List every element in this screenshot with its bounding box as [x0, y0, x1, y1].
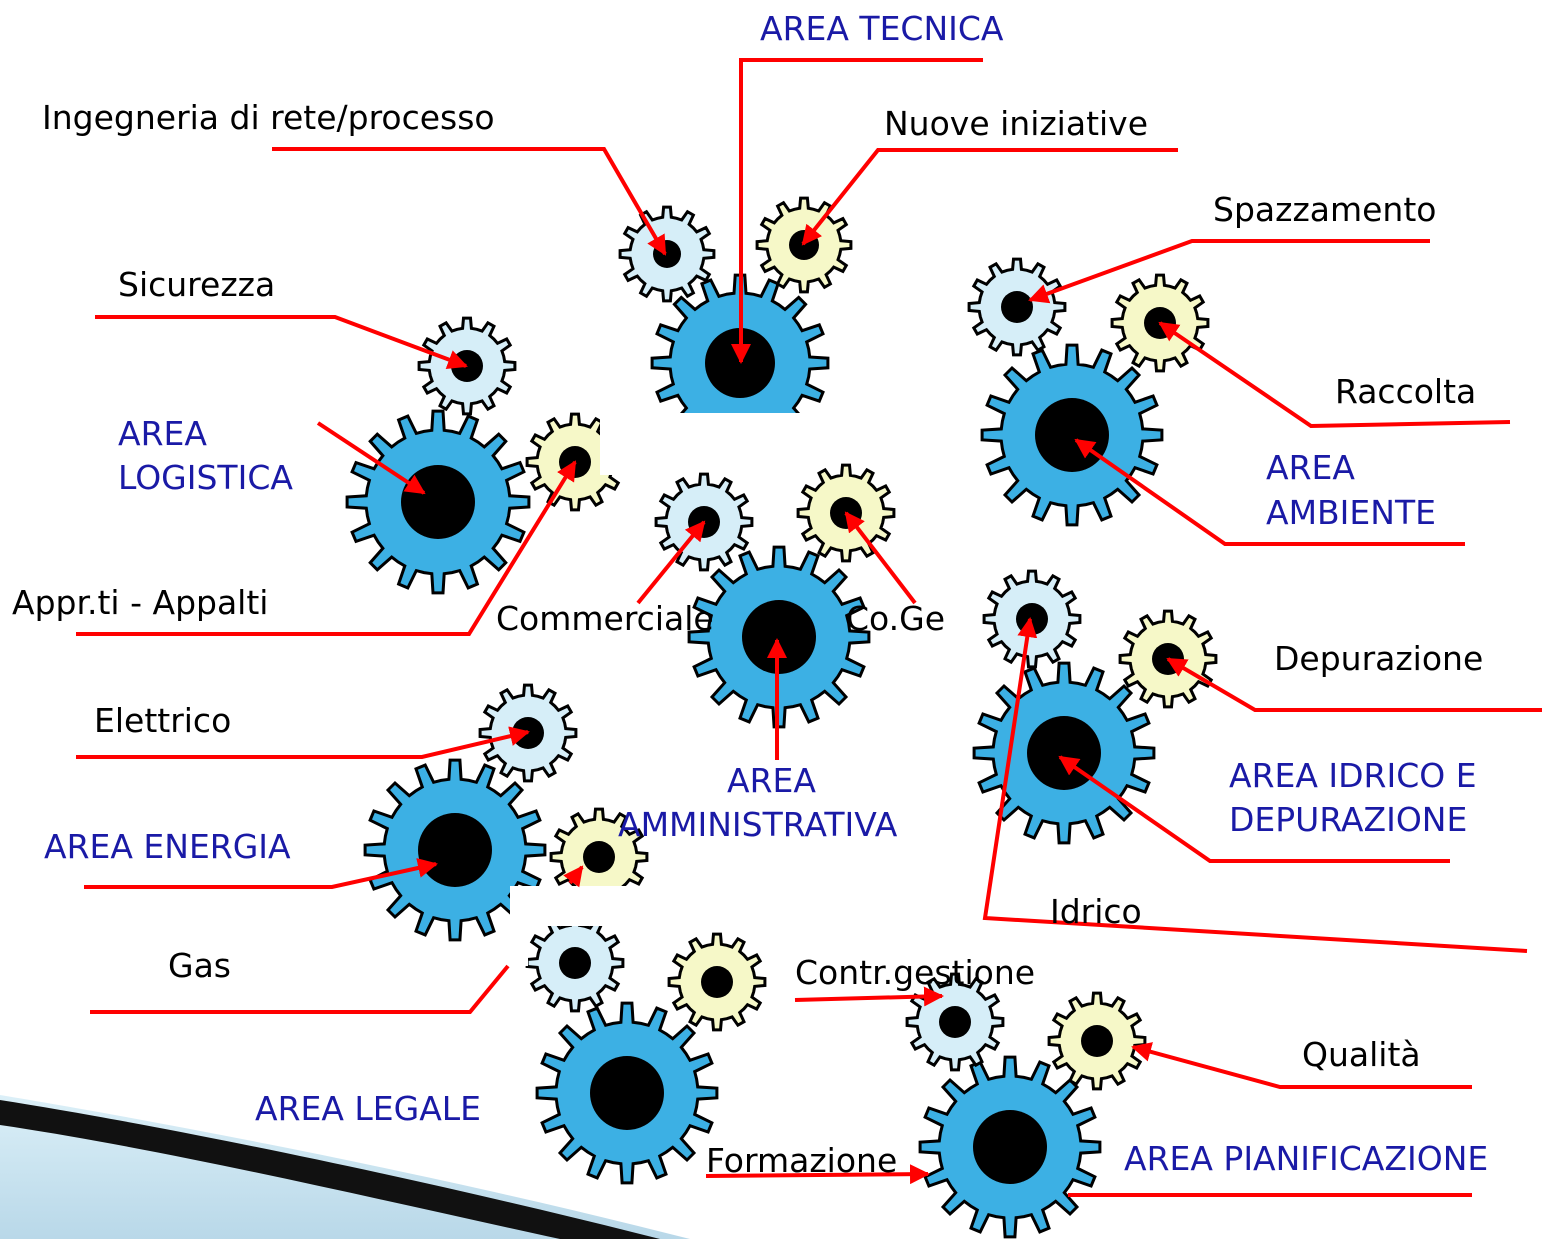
gear-amministrativa-big [687, 545, 871, 729]
gear-logistica-big-hub [401, 465, 475, 539]
gear-legale-big [535, 1001, 719, 1185]
gear-qualita-hub [1081, 1025, 1113, 1057]
area-amministrativa-label-line2: AMMINISTRATIVA [618, 805, 898, 844]
gear-qualita [1047, 991, 1147, 1091]
label-elettrico: Elettrico [94, 701, 232, 740]
label-raccolta: Raccolta [1335, 372, 1477, 411]
gear-spazzamento-hub [1001, 291, 1033, 323]
cutout-mask [510, 886, 528, 966]
corner-swoosh-decoration [0, 1095, 690, 1239]
connector-depurazione [1166, 657, 1542, 712]
label-ingegneria: Ingegneria di rete/processo [42, 98, 495, 137]
connector-gas [90, 964, 510, 1014]
gear-nuove-iniziative-hub [789, 230, 819, 260]
label-sicurezza: Sicurezza [118, 265, 276, 304]
connector-elettrico [76, 726, 530, 759]
label-gas: Gas [168, 946, 231, 985]
area-logistica-label-line1: AREA [118, 414, 207, 453]
label-coge: Co.Ge [846, 599, 946, 638]
label-depurazione: Depurazione [1274, 639, 1484, 678]
gear-nuove-iniziative [755, 196, 853, 294]
label-contr-gestione: Contr.gestione [795, 953, 1036, 992]
connector-logistica [316, 421, 426, 495]
gear-energia-big-hub [418, 813, 492, 887]
area-pianificazione-label: AREA PIANIFICAZIONE [1124, 1139, 1489, 1178]
connector-ingegneria [272, 147, 667, 256]
gear-contr-gestione-hub [939, 1006, 971, 1038]
connector-appalti [76, 460, 577, 636]
gear-sicurezza [417, 316, 517, 416]
label-formazione: Formazione [706, 1141, 898, 1180]
connector-coge [844, 511, 917, 605]
gear-ambiente-big [980, 343, 1164, 527]
connector-formazione [705, 1164, 930, 1185]
area-amministrativa-label-line1: AREA [727, 761, 816, 800]
label-commerciale: Commerciale [496, 599, 714, 638]
connector-gas-top [563, 865, 584, 888]
connector-qualita [1131, 1042, 1472, 1089]
gear-idrico-big [972, 661, 1156, 845]
gear-gas-hub [583, 841, 615, 873]
area-ambiente-label-line2: AMBIENTE [1266, 493, 1436, 532]
connector-nuove-iniziative [801, 148, 1178, 246]
area-ambiente-label-line1: AREA [1266, 448, 1355, 487]
connector-idrico-e-depurazione [1058, 755, 1450, 863]
gear-pianificazione-big-hub [973, 1110, 1047, 1184]
area-energia-label: AREA ENERGIA [44, 827, 291, 866]
gear-spazzamento [967, 257, 1067, 357]
label-spazzamento: Spazzamento [1213, 190, 1437, 229]
gear-legale-small-1 [525, 913, 625, 1013]
connector-energia [84, 858, 438, 889]
gear-legale-small-2-hub [701, 966, 733, 998]
cutout-mask [600, 413, 640, 475]
connector-idrico [982, 617, 1528, 953]
label-appalti: Appr.ti - Appalti [12, 583, 269, 622]
connector-commerciale [636, 520, 706, 605]
gear-logistica-big [345, 409, 531, 595]
gear-idrico-small [982, 569, 1082, 669]
label-nuove-iniziative: Nuove iniziative [884, 104, 1149, 143]
label-qualita: Qualità [1302, 1035, 1421, 1074]
label-idrico: Idrico [1050, 892, 1142, 931]
gear-idrico-small-hub [1016, 603, 1048, 635]
gear-ambiente-big-hub [1035, 398, 1109, 472]
area-tecnica-label: AREA TECNICA [760, 9, 1004, 48]
connector-sicurezza [95, 315, 468, 370]
gear-ingegneria [618, 205, 716, 303]
gear-amministrativa-big-hub [742, 600, 816, 674]
gear-legale-small-2 [667, 932, 767, 1032]
area-idrico-label-line2: DEPURAZIONE [1229, 800, 1468, 839]
gear-legale-small-1-hub [559, 947, 591, 979]
connector-contr-gestione [794, 986, 944, 1007]
connector-ambiente [1074, 438, 1465, 546]
connector-tecnica [731, 58, 983, 364]
area-logistica-label-line2: LOGISTICA [118, 458, 293, 497]
area-legale-label: AREA LEGALE [255, 1089, 482, 1128]
cutout-mask [645, 413, 845, 453]
cutout-mask [510, 886, 710, 926]
gear-sicurezza-hub [451, 350, 483, 382]
connector-raccolta [1158, 321, 1511, 429]
gear-pianificazione-big [918, 1055, 1102, 1239]
gear-legale-big-hub [590, 1056, 664, 1130]
connector-spazzamento [1028, 239, 1430, 304]
area-idrico-label-line1: AREA IDRICO E [1229, 756, 1477, 795]
